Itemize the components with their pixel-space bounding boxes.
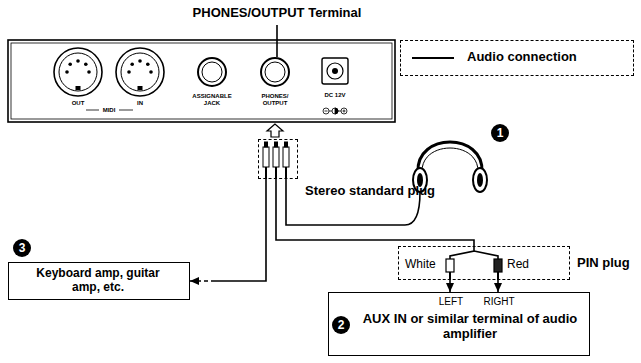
pin-plugs [446,246,502,280]
wire-color: Red [507,258,529,272]
stereo-plug-part [265,167,267,179]
polarity-symbol [323,108,347,114]
phones-jack-part [265,62,285,82]
device-panel [8,40,395,122]
phones-jack [261,58,289,86]
jack-label: DC 12V [317,92,353,99]
device-panel-part [11,43,392,119]
stereo-plug-part [283,147,289,167]
wire-color: White [405,258,436,272]
jack-label: ASSIGNABLE JACK [188,93,236,107]
stereo-plug-part [285,142,288,147]
polarity-symbol-part [332,108,338,114]
headphones-part [418,142,482,172]
jack-label: OUT [66,100,90,107]
dc-jack [322,58,348,84]
polarity-symbol-part [329,111,332,112]
phones-jack-part [261,58,289,86]
pin-plugs-part [450,246,474,259]
pin-plugs-part [497,272,499,280]
amp-box: Keyboard amp, guitar amp, etc. [8,262,190,300]
audio-cable [498,280,499,292]
pin-plugs-part [474,251,498,259]
audio-cable [450,280,451,292]
pin-plug-label: PIN plug [577,256,630,271]
jack-label: PHONES/ OUTPUT [257,93,293,107]
callout-number: 3 [13,239,31,257]
assignable-jack-part [198,58,226,86]
headphones-part [477,173,483,187]
pin-plugs-part [494,259,502,272]
amp-label: Keyboard amp, guitar amp, etc. [34,267,162,295]
assignable-jack [198,58,226,86]
dc-jack-part [322,58,348,84]
headphones-part [473,168,487,192]
jack-label: IN [132,100,148,107]
device-panel-part [86,110,99,111]
aux-box: LEFT RIGHT AUX IN or similar terminal of a… [328,292,590,356]
stereo-plug-part [273,147,279,167]
plug-label: Stereo standard plug [305,184,445,199]
audio-cable [276,179,474,246]
polarity-symbol-part [341,108,347,114]
hollow-arrow [267,124,283,137]
audio-cable [190,179,266,281]
polarity-symbol-part [343,111,346,112]
stereo-plug-part [263,147,269,167]
polarity-symbol-part [335,108,338,114]
stereo-plug-part [275,167,277,179]
stereo-plug-part [275,142,278,147]
device-panel-part [8,40,395,122]
aux-label: AUX IN or similar terminal of audio ampl… [357,312,583,342]
pin-plugs-part [446,259,454,272]
polarity-symbol-part [325,111,328,112]
stereo-plug [263,142,289,179]
audio-cable [215,179,266,281]
midi-in-jack [116,48,164,96]
audio-cable [449,280,451,292]
audio-cable [497,280,499,292]
polarity-symbol-part [323,108,329,114]
leader-line [276,25,278,57]
callout-number: 2 [332,316,350,334]
pin-plug-box: WhiteRedPIN plug [398,246,570,280]
dc-jack-part [332,68,338,74]
audio-cable [190,280,215,282]
dc-jack-part [327,63,343,79]
audio-cable [276,179,474,246]
stereo-plug-part [285,167,287,179]
legend-sample-line [412,57,454,59]
title-label: PHONES/OUTPUT Terminal [167,6,387,21]
stereo-plug-part [265,142,268,147]
legend-text: Audio connection [467,50,577,65]
polarity-symbol-part [344,110,345,113]
channel-label: RIGHT [477,296,521,308]
device-panel-part [119,110,133,111]
channel-label: LEFT [429,296,473,308]
pin-plugs-part [449,272,451,280]
plug-box: Stereo standard plug [258,139,298,179]
callout-number: 1 [491,124,509,142]
midi-out-jack [54,48,102,96]
polarity-symbol-part [338,111,341,112]
assignable-jack-part [202,62,222,82]
legend-box: Audio connection [400,40,634,76]
headphones-part [422,148,478,172]
jack-label: MIDI [99,107,119,114]
